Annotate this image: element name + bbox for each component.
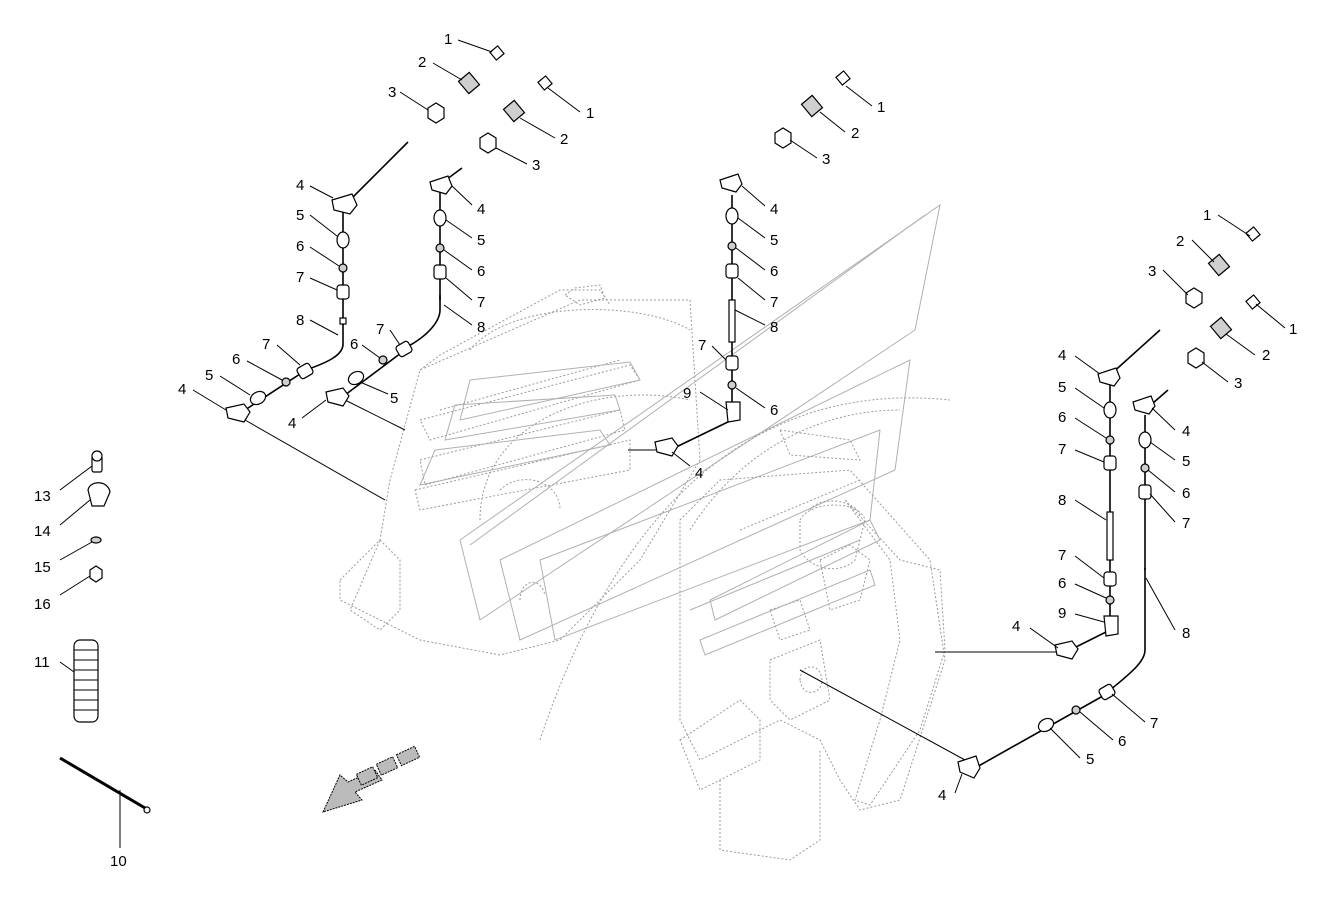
callout: 1 (1203, 207, 1211, 224)
callout-leader-lines (59, 39, 1286, 848)
callout: 11 (34, 654, 50, 671)
callout: 2 (418, 54, 426, 71)
callout: 5 (477, 232, 485, 249)
callout: 6 (770, 402, 778, 419)
callout: 5 (205, 367, 213, 384)
callout: 4 (938, 787, 946, 804)
callout: 13 (34, 488, 51, 505)
callout: 2 (1262, 347, 1270, 364)
callout: 4 (178, 381, 186, 398)
hose-coil-ribs (74, 649, 98, 711)
callout: 6 (1182, 485, 1190, 502)
callout: 7 (1058, 547, 1066, 564)
callout: 4 (477, 201, 485, 218)
callout: 10 (110, 853, 127, 870)
callout: 6 (232, 351, 240, 368)
callout: 5 (770, 232, 778, 249)
callout: 4 (288, 415, 296, 432)
callout: 6 (1058, 575, 1066, 592)
callout: 9 (683, 385, 691, 402)
callout: 3 (1148, 263, 1156, 280)
travel-direction-arrow (322, 745, 421, 813)
callout: 7 (296, 269, 304, 286)
callout: 6 (1118, 733, 1126, 750)
callout: 1 (1289, 321, 1297, 338)
callout: 9 (1058, 605, 1066, 622)
callout: 5 (1086, 751, 1094, 768)
callout: 1 (586, 105, 594, 122)
callout: 4 (1058, 347, 1066, 364)
callout: 6 (350, 336, 358, 353)
group-d-parts (1054, 226, 1261, 660)
callout: 2 (1176, 233, 1184, 250)
machine-frame-outline (339, 203, 951, 861)
parts (59, 45, 1261, 814)
callout: 8 (1182, 625, 1190, 642)
callout: 3 (1234, 375, 1242, 392)
callout: 15 (34, 559, 51, 576)
callout: 2 (851, 125, 859, 142)
callout: 3 (388, 84, 396, 101)
callout: 6 (296, 238, 304, 255)
callout: 2 (560, 131, 568, 148)
callout: 5 (296, 207, 304, 224)
callout: 8 (770, 319, 778, 336)
callout: 3 (822, 151, 830, 168)
callout: 7 (262, 336, 270, 353)
callout: 1 (444, 31, 452, 48)
callout: 7 (698, 337, 706, 354)
callout: 7 (1058, 441, 1066, 458)
callout: 4 (1182, 423, 1190, 440)
callout: 6 (477, 263, 485, 280)
callout: 6 (1058, 409, 1066, 426)
callout: 8 (477, 319, 485, 336)
lubrication-pipes (244, 141, 1169, 769)
callout: 14 (34, 523, 51, 540)
callout: 7 (376, 321, 384, 338)
callout: 5 (1058, 379, 1066, 396)
loose-parts (59, 450, 151, 814)
group-c-parts (654, 70, 851, 457)
callout: 5 (1182, 453, 1190, 470)
callout: 8 (296, 312, 304, 329)
callout: 4 (695, 465, 703, 482)
callout: 6 (770, 263, 778, 280)
group-a-parts (225, 45, 505, 423)
group-e-parts (957, 294, 1261, 779)
callout: 7 (477, 294, 485, 311)
callout: 4 (1012, 618, 1020, 635)
callout: 5 (390, 390, 398, 407)
callout: 7 (1150, 715, 1158, 732)
callout-numbers: 1 2 3 4 5 6 7 8 7 6 5 4 1 2 3 4 5 6 7 8 … (34, 31, 1297, 870)
callout: 3 (532, 157, 540, 174)
callout: 7 (1182, 515, 1190, 532)
callout: 1 (877, 99, 885, 116)
callout: 16 (34, 596, 51, 613)
callout: 8 (1058, 492, 1066, 509)
group-b-parts (325, 75, 553, 407)
callout: 7 (770, 294, 778, 311)
callout: 4 (296, 177, 304, 194)
callout: 4 (770, 201, 778, 218)
